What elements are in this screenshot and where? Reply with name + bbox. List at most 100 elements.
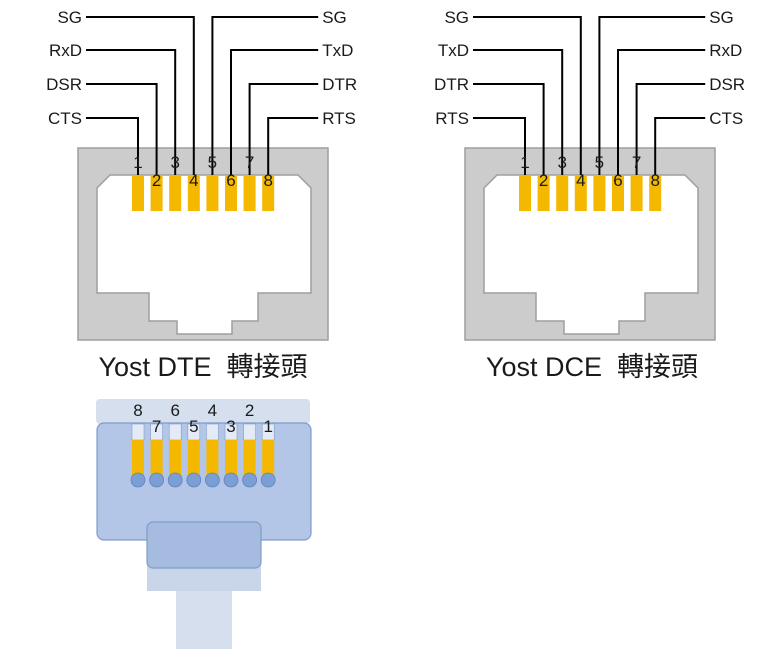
dte-caption: Yost DTE 轉接頭 [98,352,307,382]
dce-left-signal: DTR [434,75,469,94]
plug-contact [225,440,237,476]
dce-wire-left-1 [473,16,582,176]
dce-right-signal: DSR [709,75,745,94]
dce-pin-number: 4 [576,171,585,190]
plug-contact [150,440,163,476]
dce-pins [519,175,662,211]
dte-wire-right-4 [267,117,319,176]
plug-contact-slot [168,423,182,441]
plug-pin-number: 3 [226,417,235,436]
dte-wire-right-1 [211,16,319,176]
dte-pin-1 [132,175,144,211]
dte-pin-number: 7 [245,153,254,172]
plug-pin-number: 5 [189,417,198,436]
plug-contact-dot [130,472,146,488]
dte-pin-3 [169,175,182,211]
dce-pin-1 [519,175,531,211]
plug-pin-number: 7 [152,417,161,436]
dte-jack-body [77,147,329,341]
dce-pin-2 [537,175,550,211]
dce-pin-number: 7 [632,153,641,172]
plug-contact-dot [167,472,183,488]
dte-right-signal: RTS [322,109,356,128]
dce-left-signal: TxD [438,41,469,60]
dce-pin-number: 3 [557,153,566,172]
dte-pin-6 [225,175,237,211]
dce-wire-left-4 [473,117,526,176]
plug-pin-number: 4 [208,401,217,420]
dte-right-signal: SG [322,8,347,27]
dte-pin-number: 6 [226,171,235,190]
dce-right-signal: CTS [709,109,743,128]
dte-left-signal: RxD [49,41,82,60]
plug-tail [176,590,232,649]
dce-wire-right-2 [617,49,706,176]
plug-contact-slot [206,423,219,441]
plug-contact [132,440,144,476]
dte-pin-7 [243,175,256,211]
dce-pin-7 [630,175,643,211]
dce-left-signal: RTS [435,109,469,128]
plug-contact [262,440,275,476]
dte-wire-right-3 [248,83,319,176]
dte-left-signal: CTS [48,109,82,128]
dte-pin-number: 3 [170,153,179,172]
dce-right-signal: RxD [709,41,742,60]
plug-contact-dot [186,472,202,488]
dte-wires [86,16,319,176]
dte-wire-left-2 [86,49,177,176]
dte-right-signal: DTR [322,75,357,94]
dce-wire-left-3 [473,83,545,176]
dce-pin-number: 5 [595,153,604,172]
plug-contact [243,440,256,476]
plug-pin-number: 1 [263,417,272,436]
dte-right-signal: TxD [322,41,353,60]
plug-contact [169,440,182,476]
dte-left-signal: DSR [46,75,82,94]
dte-left-signal-labels: SG RxD DSR CTS [46,8,82,128]
plug-cable-boot [146,521,262,569]
dte-pin-2 [150,175,163,211]
dce-pin-number: 2 [539,171,548,190]
dce-pin-5 [593,175,606,211]
dte-pin-number: 1 [133,153,142,172]
dte-wire-right-2 [230,49,319,176]
dte-pin-4 [187,175,200,211]
dce-pin-3 [556,175,569,211]
dte-pin-number: 8 [263,171,272,190]
plug-pin-number: 8 [133,401,142,420]
dte-left-signal: SG [57,8,82,27]
plug-contacts [130,423,276,488]
dce-wire-right-4 [654,117,706,176]
dte-right-signal-labels: SG TxD DTR RTS [322,8,357,128]
dce-right-signal: SG [709,8,734,27]
plug-contact-dot [204,472,220,488]
plug-pin-number: 6 [170,401,179,420]
plug-contact-slot [243,423,256,441]
plug-contact [206,440,219,476]
dte-wire-left-4 [86,117,139,176]
dce-jack-body [464,147,716,341]
dce-left-signal: SG [444,8,469,27]
dce-pin-8 [649,175,662,211]
dce-pin-4 [574,175,587,211]
dce-left-signal-labels: SG TxD DTR RTS [434,8,469,128]
dce-wires [473,16,706,176]
dte-pin-number: 4 [189,171,198,190]
dte-pin-8 [262,175,275,211]
plug-contact [187,440,200,476]
dce-wire-left-2 [473,49,564,176]
plug-contact-slot [131,423,145,441]
plug-contact-dot [242,472,258,488]
dte-pin-number: 5 [208,153,217,172]
dce-wire-right-3 [635,83,706,176]
dce-wire-right-1 [598,16,706,176]
dte-pin-number: 2 [152,171,161,190]
dce-pin-6 [612,175,624,211]
